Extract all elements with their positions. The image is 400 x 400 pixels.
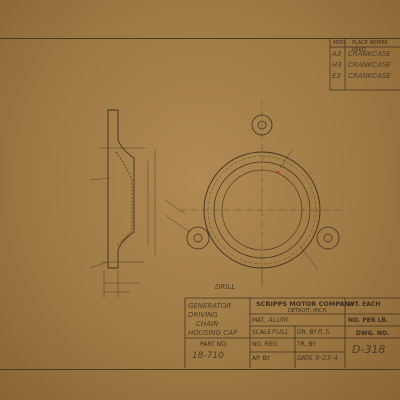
part-no-label: PART NO. [200,341,228,348]
drawn-by-label: DR. BY [297,329,317,336]
material-value: ALUM [268,316,288,324]
rev-entry-3-place: CRANKCASE [348,72,391,80]
rev-entry-3-mod: E3 [332,72,341,80]
rev-header-mod: MOD. [333,40,347,46]
drawing-number-value: D-318 [352,343,386,356]
drawing-number-label: DWG. NO. [356,330,390,337]
description-line-3: CHAIN [196,320,219,328]
title-block-grid [184,297,400,368]
drill-note: DRILL [215,283,236,291]
rev-entry-2-mod: H3 [332,61,342,69]
rev-entry-1-place: CRANKCASE [348,50,391,58]
front-view [180,100,345,288]
traced-by-label: TR. BY [297,341,316,348]
rev-entry-2-place: CRANKCASE [348,61,391,69]
company-name: SCRIPPS MOTOR COMPANY [256,300,355,308]
drawing-border [0,38,400,370]
part-no-value: 18-710 [192,351,224,361]
description-line-2: DRIVING [188,311,218,319]
approved-by-label: AP. BY [252,355,271,362]
red-mark [276,170,280,174]
rev-header-place: PLACE WHERE USED [352,40,388,53]
weight-each-label: WT. EACH [348,301,381,308]
no-reg-label: NO. REG. [252,341,280,348]
description-line-4: HOUSING CAP [188,329,238,337]
scale-label: SCALE [252,329,272,336]
side-section-view [89,109,191,298]
material-label: MAT. [252,317,266,324]
date-label: DATE [297,355,313,362]
company-location: DETROIT, MICH. [288,308,328,314]
number-per-lb-label: NO. PER LB. [348,317,389,324]
description-line-1: GENERATOR [188,302,232,310]
scale-value: FULL [272,328,289,336]
date-value: 9-23-4 [315,354,338,362]
rev-entry-1-mod: A3 [332,50,342,58]
drawn-by-value: R.S. [318,328,332,336]
